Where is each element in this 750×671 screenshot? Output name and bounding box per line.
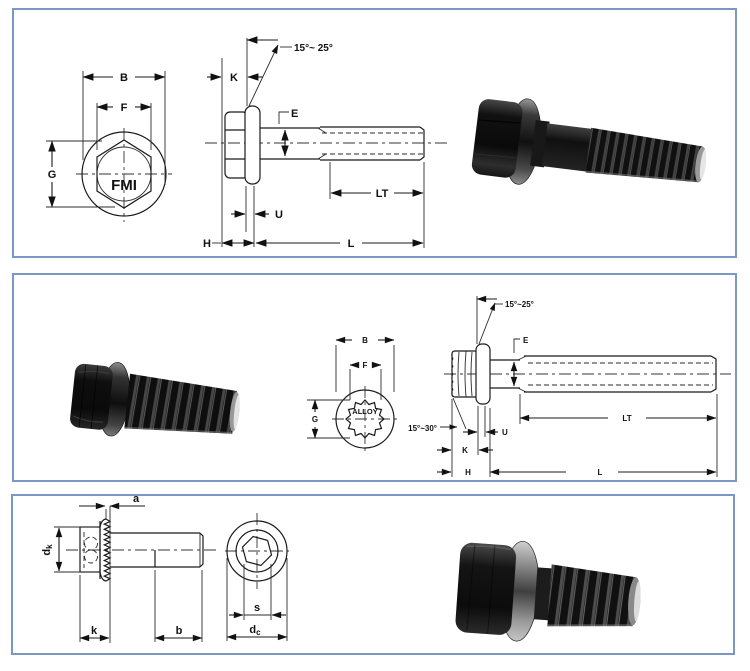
head-marking: FMI: [111, 177, 137, 194]
head-circle: [235, 529, 279, 573]
spline-scallops: [451, 350, 454, 398]
dim-label-H: H: [465, 468, 471, 477]
hex-bolt-front-view: FMI B F G: [46, 71, 172, 222]
photo-shank: [542, 123, 594, 172]
thread-end-chamfer: [710, 355, 717, 393]
socket-screw-end-view: s dc: [225, 513, 289, 641]
12pt-front-view: ALLOY B F G: [307, 336, 401, 454]
dim-label-dk: dk: [41, 544, 54, 556]
underhead-angle-label: 15°~30°: [408, 424, 437, 433]
dim-label-b: b: [176, 625, 183, 637]
hex-flange-bolt-photo: [471, 98, 707, 185]
dim-label-k: k: [91, 625, 98, 637]
dim-label-F: F: [363, 361, 368, 370]
photo-threads: [585, 127, 703, 183]
dim-label-B: B: [362, 336, 368, 345]
dim-label-G: G: [48, 169, 57, 181]
shank-end-chamfer: [199, 532, 204, 568]
photo-threads: [547, 564, 636, 627]
dim-label-B: B: [120, 72, 128, 84]
flange-angle-label: 15°~ 25°: [294, 43, 333, 54]
dim-label-U: U: [275, 209, 283, 221]
twelve-point-outline: [345, 399, 385, 439]
dim-label-K: K: [230, 72, 238, 84]
flange-circle: [226, 520, 288, 582]
flange-circle: [81, 131, 167, 217]
dim-label-K: K: [462, 446, 468, 455]
twelve-point-flange-bolt-drawing: ALLOY B F G: [70, 295, 731, 477]
flange-circle: [335, 389, 395, 449]
dim-label-G: G: [312, 415, 318, 424]
dim-label-s: s: [254, 602, 260, 614]
dim-label-E: E: [291, 108, 298, 120]
twelve-point-flange-bolt-photo: [70, 362, 240, 437]
flange-profile: [475, 343, 491, 405]
serrated-flange-profile: [99, 518, 112, 582]
dim-label-U: U: [502, 428, 508, 437]
hex-outline: [96, 139, 152, 209]
socket-flange-screw-photo: [455, 540, 641, 642]
dim-label-LT: LT: [622, 414, 631, 423]
hex-bolt-side-view: K 15°~ 25° E U H L: [203, 36, 447, 250]
dim-label-LT: LT: [376, 188, 389, 200]
photo-hex-head: [471, 99, 523, 178]
12pt-side-view: 15°~25° E 15°~30° U K: [408, 295, 731, 477]
hex-socket-outline: [241, 535, 273, 567]
head-marking: ALLOY: [352, 407, 377, 416]
flange-profile: [244, 105, 261, 185]
panel-socket-flange-screw: a dk k b: [11, 494, 735, 655]
dim-label-L: L: [598, 468, 603, 477]
thread-end-chamfer: [419, 126, 425, 161]
hex-flange-bolt-drawing: FMI B F G: [46, 36, 707, 250]
photo-head: [455, 542, 517, 635]
panel-12pt-flange-bolt: ALLOY B F G: [12, 273, 737, 482]
photo-washer-face: [533, 567, 554, 621]
panel-hex-flange-bolt: FMI B F G: [12, 8, 737, 258]
photo-threads: [124, 373, 237, 434]
dim-label-E: E: [523, 336, 529, 345]
dim-label-L: L: [348, 238, 355, 250]
dim-label-F: F: [121, 102, 128, 114]
dim-label-dc: dc: [249, 624, 261, 637]
socket-screw-side-view: a dk k b: [41, 496, 216, 643]
flange-angle-label: 15°~25°: [505, 300, 534, 309]
socket-flange-screw-drawing: a dk k b: [41, 496, 641, 643]
dim-label-a: a: [133, 496, 140, 505]
dim-label-H: H: [203, 238, 211, 250]
